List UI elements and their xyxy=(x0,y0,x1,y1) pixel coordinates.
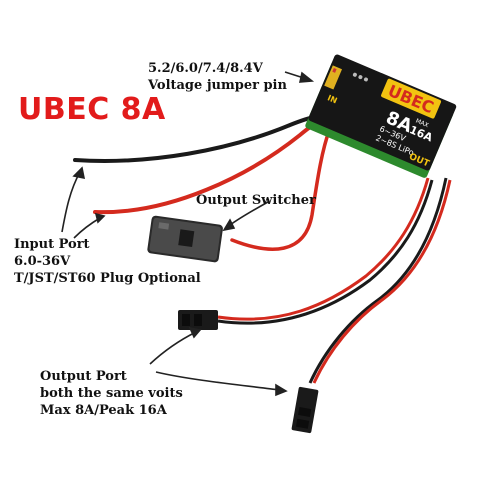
output-port-label: Output Port both the same voits Max 8A/P… xyxy=(40,368,183,419)
output-lead-2-red xyxy=(312,179,452,384)
output-lead-1-brown xyxy=(217,179,434,325)
output-lead-2-brown xyxy=(308,177,448,384)
output-port-title: Output Port xyxy=(40,369,127,384)
output-current-rating: Max 8A/Peak 16A xyxy=(40,403,167,418)
arrowhead-output-2 xyxy=(275,383,288,397)
output-connector-2 xyxy=(291,386,319,434)
input-port-title: Input Port xyxy=(14,237,90,252)
pointer-arrows xyxy=(61,71,315,397)
arrowhead-input-2 xyxy=(94,212,106,224)
max-label: MAX xyxy=(414,117,429,129)
output-switcher-label: Output Switcher xyxy=(196,193,316,208)
input-wire-black xyxy=(73,114,320,163)
arrow-output-1 xyxy=(149,331,197,365)
arrow-input-2 xyxy=(73,217,101,239)
arrowhead-switcher xyxy=(222,218,236,232)
arrowhead-jumper xyxy=(298,71,315,83)
output-port-note: both the same voits xyxy=(40,386,183,401)
in-label: IN xyxy=(326,93,338,105)
indicator-led xyxy=(358,75,363,80)
arrowhead-input-1 xyxy=(72,166,86,180)
arrow-input-1 xyxy=(61,171,81,233)
voltage-options: 5.2/6.0/7.4/8.4V xyxy=(148,61,263,76)
indicator-led xyxy=(363,77,368,82)
product-title: UBEC 8A xyxy=(18,92,166,127)
brand-label-bg xyxy=(381,78,442,119)
arrowhead-output-1 xyxy=(188,326,202,339)
jumper-cap xyxy=(332,68,337,73)
voltage-jumper-label: 5.2/6.0/7.4/8.4V Voltage jumper pin xyxy=(148,60,287,94)
input-plug-options: T/JST/ST60 Plug Optional xyxy=(14,271,201,286)
output-switcher-device xyxy=(147,215,223,263)
input-port-label: Input Port 6.0-36V T/JST/ST60 Plug Optio… xyxy=(14,236,201,287)
output-lead-1-red xyxy=(217,177,430,321)
indicator-led xyxy=(352,72,357,77)
arrow-output-2 xyxy=(155,371,281,391)
jumper-pins xyxy=(324,65,343,90)
ubec-module: UBEC 8A MAX 16A 6~36V 2~8S LiPo IN OUT xyxy=(305,54,457,178)
module-body xyxy=(308,54,457,171)
voltage-jumper-caption: Voltage jumper pin xyxy=(148,78,287,93)
input-voltage-range: 6.0-36V xyxy=(14,254,71,269)
switcher-wire xyxy=(230,126,332,251)
output-connector-1 xyxy=(178,310,218,330)
